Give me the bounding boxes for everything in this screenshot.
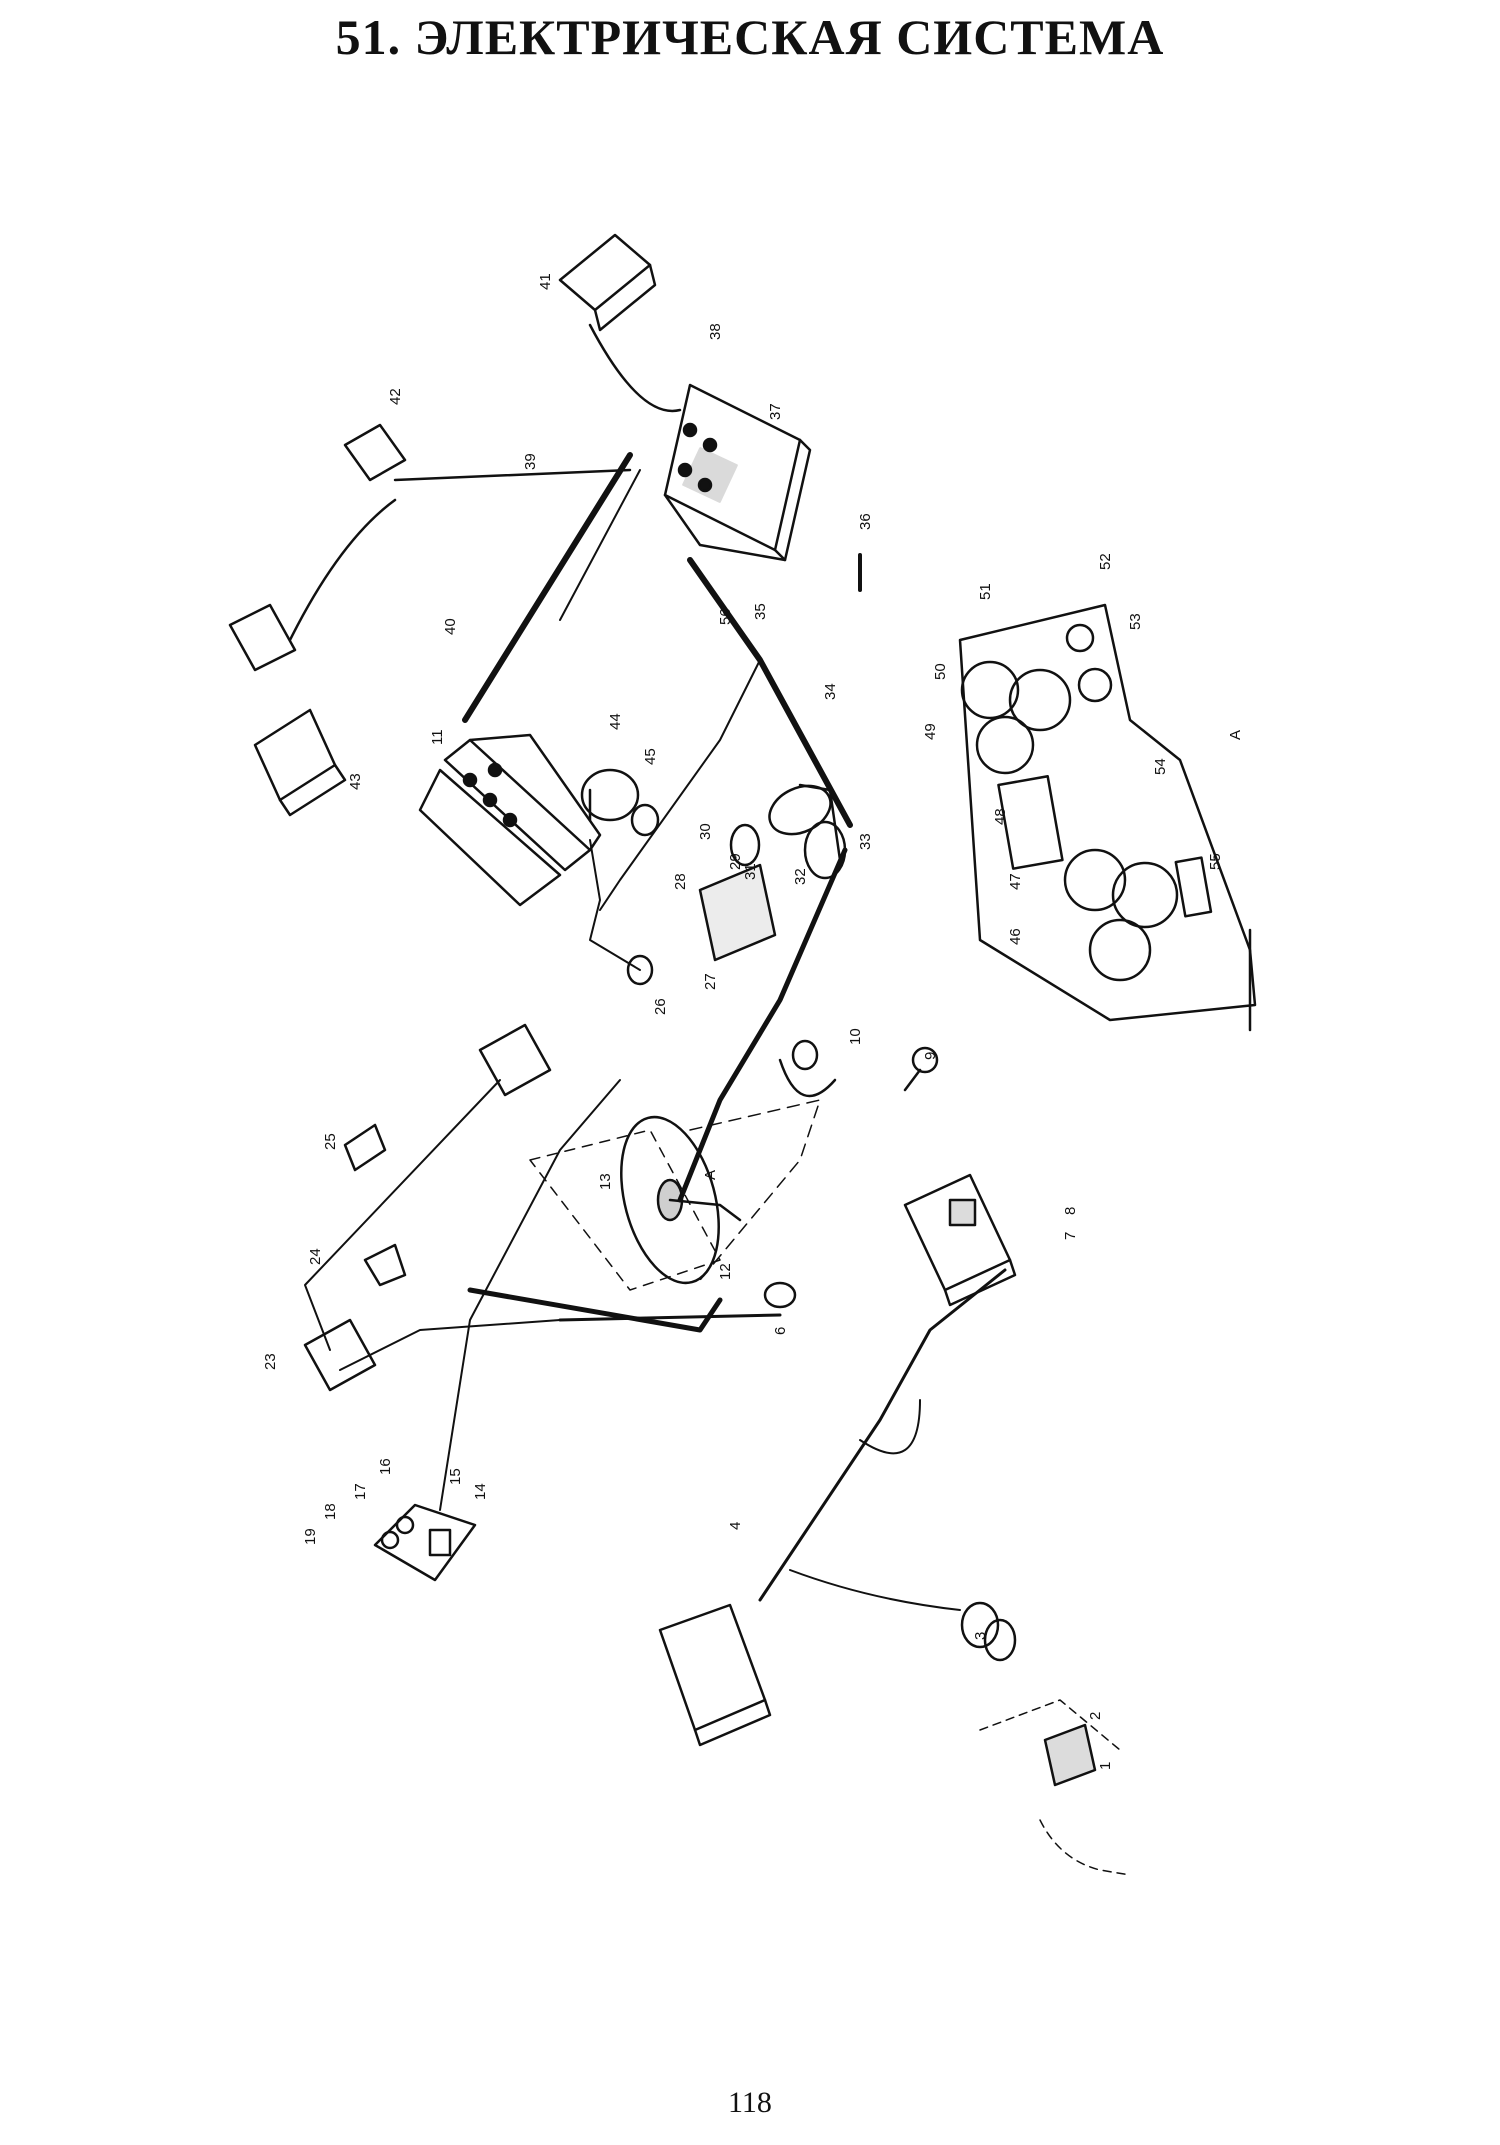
callout-label: 25 [322,1133,339,1150]
callout-label: 37 [767,403,784,420]
callout-label: 7 [1062,1232,1079,1240]
battery-11 [418,733,602,907]
lamp-42-upper [343,423,407,482]
sensor-10 [778,1039,837,1098]
callout-label: 27 [702,973,719,990]
headlamp-23 [303,1318,377,1392]
relay-31 [729,823,761,867]
callout-label: 38 [707,323,724,340]
control-unit-28 [698,863,777,962]
callout-label: 52 [1097,553,1114,570]
starter-34 [768,783,847,880]
page-number: 118 [728,2086,772,2119]
sensor-26 [626,954,654,986]
callout-label: 54 [1152,758,1169,775]
callout-label: 28 [672,873,689,890]
lamp-42-lower [228,603,297,672]
sensor-45 [630,803,660,837]
callout-label: 50 [932,663,949,680]
callout-label: 41 [537,273,554,290]
callout-label: 9 [922,1052,939,1060]
callout-label: 47 [1007,873,1024,890]
steering-wheel [620,1115,742,1285]
cable-40 [462,452,633,723]
lamp-24 [363,1243,407,1287]
harness-4 [758,1268,1007,1602]
callout-label: 44 [607,713,624,730]
callout-label: 24 [307,1248,324,1265]
callout-label: 42 [387,388,404,405]
callout-label: 48 [992,808,1009,825]
callout-label: 18 [322,1503,339,1520]
callout-label: 34 [822,683,839,700]
callout-label: 8 [1062,1207,1079,1215]
connector-box-41-top [558,233,657,332]
cable-42 [393,468,632,482]
callout-label: 31 [742,863,759,880]
callout-label: 26 [652,998,669,1015]
callout-label: 1 [1097,1762,1114,1770]
callout-label: 19 [302,1528,319,1545]
callout-label: 2 [1087,1712,1104,1720]
callout-label: 49 [922,723,939,740]
sensor-9 [903,1046,939,1092]
callout-label: 23 [262,1353,279,1370]
callout-label: 13 [597,1173,614,1190]
callout-label: 11 [429,729,446,745]
switch-2 [1043,1723,1097,1787]
connector-box-41-left [253,708,347,817]
callout-label: 14 [472,1483,489,1500]
callout-label: 51 [977,583,994,600]
callout-label: 36 [857,513,874,530]
callout-label: 29 [727,853,744,870]
callout-label: 16 [377,1458,394,1475]
callout-label: 46 [1007,928,1024,945]
callout-label: 6 [772,1327,789,1335]
cable-top [588,323,682,413]
callout-label: 4 [727,1522,744,1530]
callout-label: 39 [522,453,539,470]
callout-label: 12 [717,1263,734,1280]
wiper-assembly [467,1281,797,1333]
callout-label: 30 [697,823,714,840]
callout-label: 53 [1127,613,1144,630]
callout-label: 55 [1207,853,1224,870]
callout-label: 45 [642,748,659,765]
rear-unit-8-left [658,1603,772,1747]
sensor-44 [580,768,640,822]
cable-42b [288,498,397,642]
callout-label: 40 [442,618,459,635]
callout-label: 43 [347,773,364,790]
battery-37 [663,383,812,562]
dashboard-panel [958,603,1257,1032]
page-title: 51. ЭЛЕКТРИЧЕСКАЯ СИСТЕМА [335,9,1165,65]
view-label: А [702,1170,719,1180]
view-label: А [1227,730,1244,740]
callout-label: 15 [447,1468,464,1485]
callout-labels: 1 2 3 4 6 7 8 9 10 11 12 13 14 15 16 17 … [262,273,1224,1770]
callout-label: 3 [972,1632,989,1640]
callout-label: 35 [752,603,769,620]
lamp-25 [343,1123,387,1172]
callout-label: 33 [857,833,874,850]
main-harness [677,847,848,1203]
callout-label: 17 [352,1483,369,1500]
callout-label: 56 [717,608,734,625]
rear-unit-8-right [903,1173,1017,1307]
fuse-box-14 [373,1503,477,1582]
lamp-3 [960,1601,1017,1662]
callout-label: 32 [792,868,809,885]
callout-label: 10 [847,1028,864,1045]
headlamp-upper [478,1023,552,1097]
